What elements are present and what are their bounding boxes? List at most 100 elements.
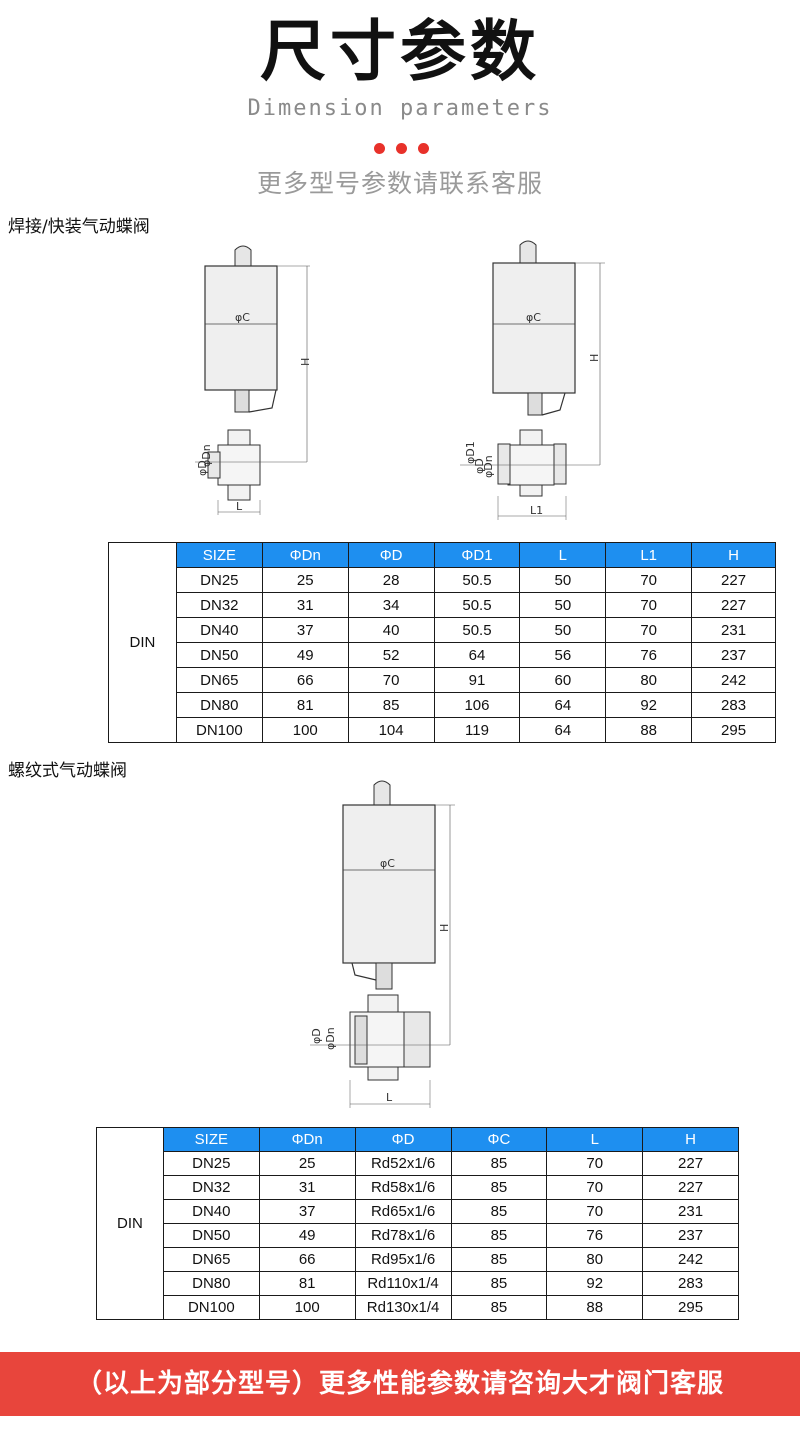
table-cell: 50.5 <box>433 592 521 618</box>
dim-label-c: φC <box>526 311 541 324</box>
dim-label-l1: L1 <box>530 504 543 517</box>
table-cell: Rd52x1/6 <box>354 1151 452 1176</box>
table-cell: 56 <box>519 642 607 668</box>
table-cell: 60 <box>519 667 607 693</box>
column-header: SIZE <box>162 1127 260 1152</box>
table-cell: 85 <box>450 1247 548 1272</box>
table-cell: 119 <box>433 717 521 743</box>
dim-label-c: φC <box>235 311 250 324</box>
table-cell: 49 <box>258 1223 356 1248</box>
dim-label-l: L <box>386 1091 393 1104</box>
column-header: H <box>642 1127 739 1152</box>
column-header: ΦD <box>354 1127 452 1152</box>
dim-label-dn: φDn <box>324 1027 337 1050</box>
clamp-valve-drawing: φC H φD1 φD φDn L1 <box>450 240 620 525</box>
table-cell: 283 <box>691 692 776 718</box>
table-cell: 85 <box>450 1175 548 1200</box>
dim-label-d1: φD1 <box>464 441 477 464</box>
dot-3 <box>418 143 429 154</box>
table-cell: Rd58x1/6 <box>354 1175 452 1200</box>
welded-valve-drawing: φC H φDn φD L <box>180 240 350 525</box>
table-cell: 50.5 <box>433 617 521 643</box>
table-cell: 34 <box>347 592 435 618</box>
table-cell: 85 <box>450 1295 548 1320</box>
table-cell: 283 <box>642 1271 739 1296</box>
table-cell: DN50 <box>175 642 263 668</box>
table-cell: Rd65x1/6 <box>354 1199 452 1224</box>
column-header: ΦDn <box>261 542 349 568</box>
page-title: 尺寸参数 <box>260 13 540 90</box>
dim-label-d: φD <box>310 1028 323 1044</box>
column-header: L <box>519 542 607 568</box>
table-cell: 88 <box>546 1295 644 1320</box>
threaded-valve-drawing: φC H φD φDn L <box>300 780 470 1115</box>
table-cell: DN40 <box>175 617 263 643</box>
table-cell: 70 <box>546 1175 644 1200</box>
column-header: ΦD1 <box>433 542 521 568</box>
table-cell: 227 <box>691 567 776 593</box>
table-cell: 242 <box>642 1247 739 1272</box>
table-cell: 100 <box>258 1295 356 1320</box>
table-cell: 88 <box>605 717 693 743</box>
table-cell: 227 <box>691 592 776 618</box>
table-cell: 80 <box>605 667 693 693</box>
table-cell: Rd110x1/4 <box>354 1271 452 1296</box>
table-cell: DN80 <box>162 1271 260 1296</box>
table-cell: 66 <box>258 1247 356 1272</box>
table-cell: 106 <box>433 692 521 718</box>
page-subtitle: 更多型号参数请联系客服 <box>256 169 543 198</box>
table-cell: 237 <box>642 1223 739 1248</box>
table-cell: 25 <box>261 567 349 593</box>
table-cell: 92 <box>546 1271 644 1296</box>
dim-label-c: φC <box>380 857 395 870</box>
table-cell: DN25 <box>162 1151 260 1176</box>
table-cell: 85 <box>450 1151 548 1176</box>
table-cell: 52 <box>347 642 435 668</box>
dim-label-h: H <box>438 924 451 932</box>
table-cell: DN80 <box>175 692 263 718</box>
dot-2 <box>396 143 407 154</box>
table-cell: 80 <box>546 1247 644 1272</box>
table-cell: 50 <box>519 592 607 618</box>
section-title-welded: 焊接/快装气动蝶阀 <box>8 217 150 237</box>
table-cell: 50 <box>519 617 607 643</box>
table-cell: 70 <box>605 567 693 593</box>
dim-label-dn: φDn <box>200 444 213 467</box>
table-cell: 31 <box>261 592 349 618</box>
column-header: H <box>691 542 776 568</box>
decorative-dots <box>374 139 440 154</box>
table-cell: DN65 <box>162 1247 260 1272</box>
standard-cell: DIN <box>108 542 177 743</box>
table-cell: 242 <box>691 667 776 693</box>
table-cell: 227 <box>642 1151 739 1176</box>
table-cell: DN100 <box>162 1295 260 1320</box>
table-cell: Rd78x1/6 <box>354 1223 452 1248</box>
table-cell: 49 <box>261 642 349 668</box>
table-cell: 70 <box>605 592 693 618</box>
table-cell: 64 <box>433 642 521 668</box>
table-cell: DN25 <box>175 567 263 593</box>
table-cell: 50 <box>519 567 607 593</box>
column-header: ΦD <box>347 542 435 568</box>
dim-label-l: L <box>236 500 243 513</box>
standard-cell: DIN <box>96 1127 164 1320</box>
table-cell: 104 <box>347 717 435 743</box>
table-cell: 37 <box>258 1199 356 1224</box>
page-title-english: Dimension parameters <box>247 96 553 121</box>
table-cell: 70 <box>546 1151 644 1176</box>
column-header: SIZE <box>175 542 263 568</box>
table-cell: 91 <box>433 667 521 693</box>
bottom-banner: （以上为部分型号）更多性能参数请咨询大才阀门客服 <box>0 1352 800 1416</box>
table-cell: DN65 <box>175 667 263 693</box>
